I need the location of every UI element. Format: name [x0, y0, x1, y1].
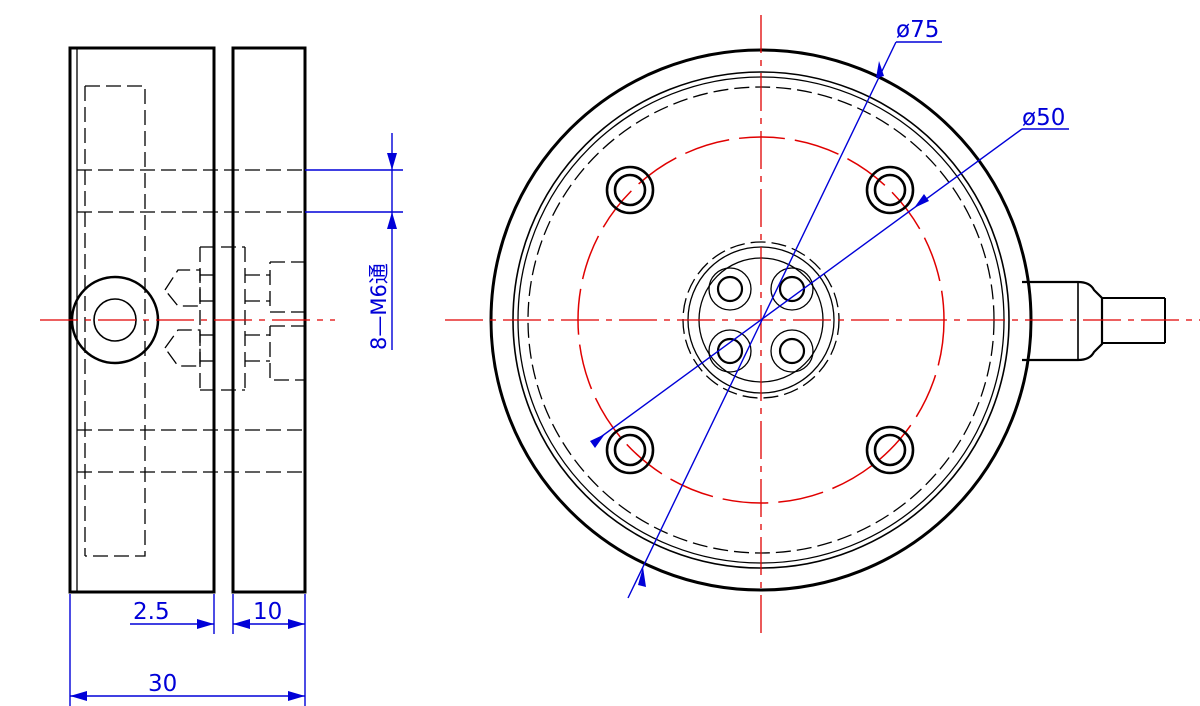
outer-diameter-dimension: ø75 — [627, 17, 942, 599]
mounting-holes — [605, 165, 915, 475]
cable-connector — [1022, 280, 1166, 362]
bottom-dimensions: 2.5 10 30 — [69, 594, 306, 706]
bolt-circle-dimension: ø50 — [590, 105, 1069, 448]
top-view — [445, 15, 1200, 640]
thread-callout-dimension: 8—M6通 — [305, 133, 403, 350]
outer-diameter-label: ø75 — [896, 17, 939, 43]
step-width-label: 2.5 — [133, 599, 170, 625]
bolt-circle-label: ø50 — [1022, 105, 1065, 131]
side-view — [40, 46, 335, 594]
thread-callout-label: 8—M6通 — [367, 263, 391, 350]
top-thickness-label: 10 — [253, 599, 282, 625]
overall-height-label: 30 — [148, 671, 177, 697]
